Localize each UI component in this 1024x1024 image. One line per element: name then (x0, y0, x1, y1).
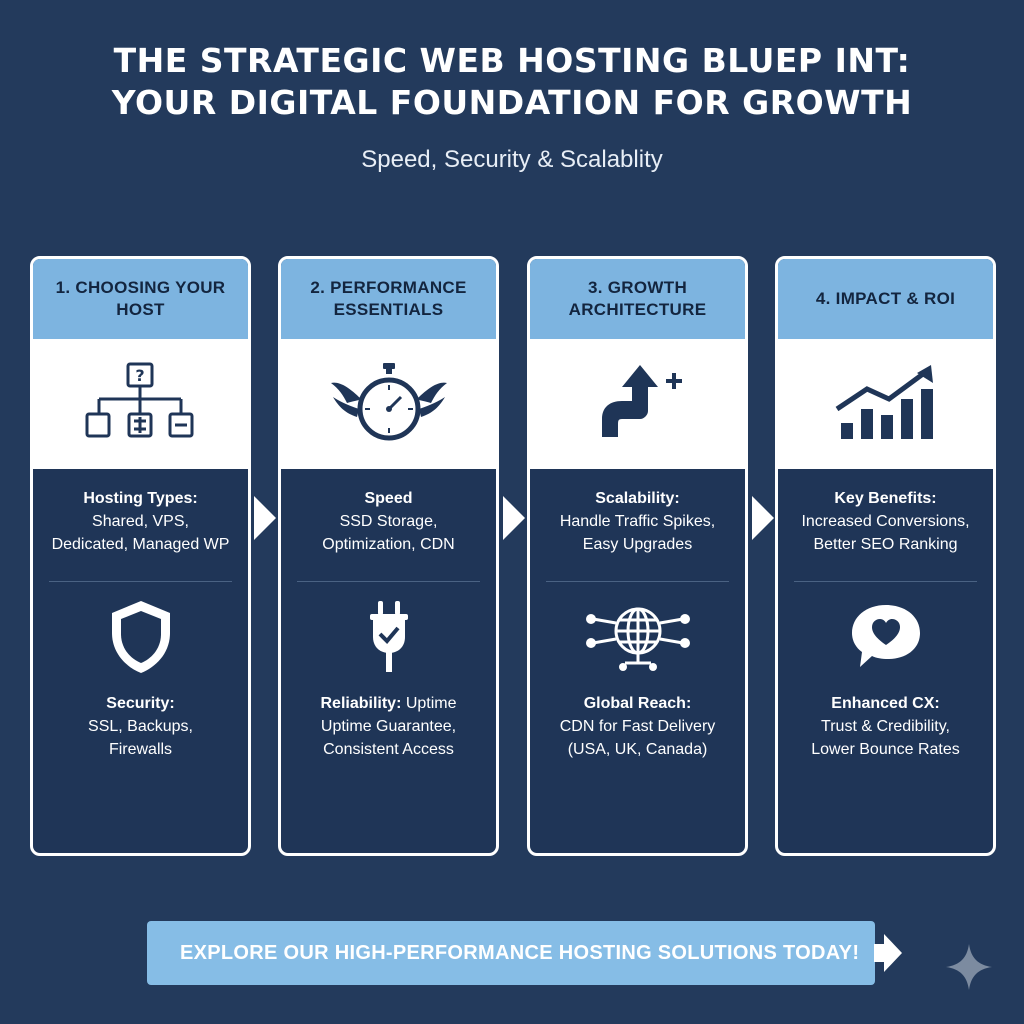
section-text: Handle Traffic Spikes, (559, 513, 716, 530)
section-text: SSL, Backups, (88, 718, 193, 735)
section-text: Dedicated, Managed WP (51, 536, 230, 553)
card-growth: 3. GROWTH ARCHITECTURE Scalability: Hand… (527, 256, 748, 856)
svg-text:?: ? (135, 366, 144, 385)
card-icon-area (530, 339, 745, 469)
section-title: Enhanced CX: (831, 695, 940, 712)
section-text: Consistent Access (323, 741, 454, 758)
heart-speech-bubble-icon (851, 605, 920, 667)
card-icon-area (778, 339, 993, 469)
section-text: Better SEO Ranking (813, 536, 958, 553)
page-subtitle: Speed, Security & Scalablity (361, 146, 663, 173)
card-performance: 2. PERFORMANCE ESSENTIALS Speed (278, 256, 499, 856)
section-title: Hosting Types: (83, 490, 198, 507)
arrow-up-plus-icon (601, 365, 682, 437)
card-heading: 1. CHOOSING YOUR HOST (33, 259, 248, 339)
globe-network-icon (585, 607, 690, 671)
section-text: Increased Conversions, (801, 513, 970, 530)
section-title: Security: (106, 695, 175, 712)
cta-button[interactable]: EXPLORE OUR HIGH-PERFORMANCE HOSTING SOL… (147, 921, 875, 985)
plug-check-icon (369, 601, 408, 672)
divider (794, 581, 977, 582)
section-title: Speed (364, 490, 413, 507)
section-title-rest: Uptime (401, 695, 457, 712)
section-text: Lower Bounce Rates (811, 741, 960, 758)
divider (546, 581, 729, 582)
divider (49, 581, 232, 582)
page-title: THE STRATEGIC WEB HOSTING BLUEP INT: YOU… (0, 40, 1024, 124)
sparkle-icon (946, 944, 992, 990)
section-text: CDN for Fast Delivery (559, 718, 716, 735)
card-choosing-host: 1. CHOOSING YOUR HOST ? Hosting T (30, 256, 251, 856)
hierarchy-icon: ? (85, 362, 193, 438)
card-heading: 3. GROWTH ARCHITECTURE (530, 259, 745, 339)
section-text: Optimization, CDN (322, 536, 455, 553)
section-text: Trust & Credibility, (821, 718, 950, 735)
section-title: Scalability: (595, 490, 680, 507)
title-line-1: THE STRATEGIC WEB HOSTING BLUEP INT: (113, 41, 911, 80)
card-heading: 4. IMPACT & ROI (778, 259, 993, 339)
card-icon-area: ? (33, 339, 248, 469)
shield-icon (111, 601, 170, 673)
flow-arrow-icon (503, 496, 525, 540)
cta-label: EXPLORE OUR HIGH-PERFORMANCE HOSTING SOL… (180, 941, 860, 964)
title-line-2: YOUR DIGITAL FOUNDATION FOR GROWTH (111, 83, 913, 122)
card-icon-area (281, 339, 496, 469)
section-text: Easy Upgrades (582, 536, 693, 553)
section-title: Key Benefits: (834, 490, 937, 507)
winged-stopwatch-icon (330, 363, 447, 441)
section-title: Global Reach: (583, 695, 692, 712)
growth-chart-icon (835, 365, 933, 439)
flow-arrow-icon (254, 496, 276, 540)
divider (297, 581, 480, 582)
section-text: SSD Storage, (339, 513, 438, 530)
section-title: Reliability: (320, 695, 402, 712)
section-text: (USA, UK, Canada) (567, 741, 708, 758)
arrow-right-icon (874, 934, 902, 972)
section-text: Uptime Guarantee, (320, 718, 457, 735)
section-text: Shared, VPS, (92, 513, 189, 530)
flow-arrow-icon (752, 496, 774, 540)
card-heading: 2. PERFORMANCE ESSENTIALS (281, 259, 496, 339)
card-impact-roi: 4. IMPACT & ROI Key Benefits: Increased … (775, 256, 996, 856)
section-text: Firewalls (108, 741, 173, 758)
